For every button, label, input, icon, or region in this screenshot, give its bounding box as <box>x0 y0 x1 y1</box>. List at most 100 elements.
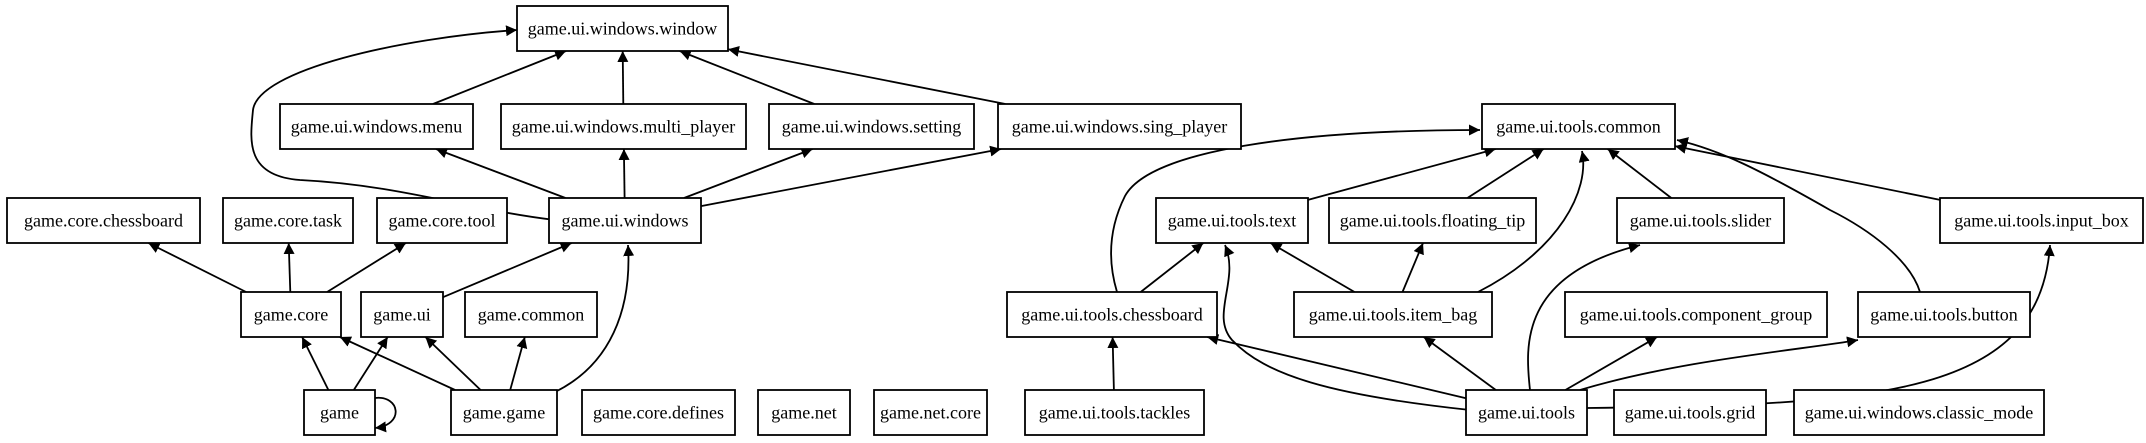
node-w-setting: game.ui.windows.setting <box>768 103 975 150</box>
edge-tools-to-t_slider <box>1527 242 1641 391</box>
node-box <box>1006 291 1218 338</box>
node-ui: game.ui <box>360 291 444 338</box>
node-box <box>1465 389 1588 436</box>
edge-gamegame-to-common <box>509 336 528 391</box>
edge-windows-to-w_multi <box>618 148 630 199</box>
node-core-chessboard: game.core.chessboard <box>6 197 201 244</box>
node-tools: game.ui.tools <box>1465 389 1588 436</box>
node-label: game.ui.windows.sing_player <box>1012 117 1227 137</box>
edges-layer <box>147 25 2055 433</box>
node-w-sing: game.ui.windows.sing_player <box>997 103 1242 150</box>
node-box <box>516 5 729 52</box>
edge-ui-to-windows <box>442 242 572 299</box>
node-common: game.common <box>464 291 598 338</box>
edge-t_itembag-to-t_text <box>1270 242 1355 293</box>
node-box <box>376 197 508 244</box>
node-box <box>1616 197 1785 244</box>
edge-tools-to-t_chessboard <box>1206 334 1467 400</box>
node-core-tool: game.core.tool <box>376 197 508 244</box>
node-box <box>500 103 747 150</box>
node-core-task: game.core.task <box>222 197 354 244</box>
edge-tools-to-t_button <box>1579 336 1859 391</box>
node-label: game.ui.tools <box>1478 403 1575 423</box>
edge-windows-to-w_setting <box>683 147 813 199</box>
node-box <box>303 389 376 436</box>
edge-t_slider-to-t_common <box>1607 148 1672 199</box>
node-label: game.ui.windows.multi_player <box>512 117 735 137</box>
node-w-classic: game.ui.windows.classic_mode <box>1793 389 2045 436</box>
node-core: game.core <box>240 291 342 338</box>
node-label: game.ui.windows <box>562 211 689 231</box>
node-label: game.net.core <box>880 403 981 423</box>
node-label: game.common <box>478 305 584 325</box>
edge-gamegame-to-ui <box>424 336 482 391</box>
node-core-defines: game.core.defines <box>581 389 736 436</box>
node-label: game.ui <box>373 305 430 325</box>
edge-t_floating-to-t_common <box>1466 148 1545 199</box>
node-label: game.net <box>771 403 836 423</box>
node-game: game <box>303 389 376 436</box>
node-label: game.ui.tools.input_box <box>1954 211 2129 231</box>
edge-t_itembag-to-t_common <box>1477 150 1590 293</box>
node-box <box>1481 103 1676 150</box>
node-box <box>1939 197 2144 244</box>
node-t-slider: game.ui.tools.slider <box>1616 197 1785 244</box>
edge-windows-to-w_sing <box>700 145 1002 207</box>
edge-t_chessboard-to-t_text <box>1140 242 1204 293</box>
node-label: game.ui.tools.text <box>1168 211 1296 231</box>
edge-windows-to-w_menu <box>435 147 566 199</box>
node-box <box>279 103 474 150</box>
node-t-input: game.ui.tools.input_box <box>1939 197 2144 244</box>
edge-tools-to-t_compgroup <box>1564 336 1658 391</box>
node-t-floating: game.ui.tools.floating_tip <box>1328 197 1537 244</box>
node-box <box>1328 197 1537 244</box>
node-label: game.core.task <box>234 211 342 231</box>
node-box <box>450 389 558 436</box>
node-label: game.ui.tools.slider <box>1630 211 1771 231</box>
node-t-common: game.ui.tools.common <box>1481 103 1676 150</box>
node-box <box>240 291 342 338</box>
node-label: game.ui.tools.floating_tip <box>1340 211 1525 231</box>
node-label: game.ui.tools.grid <box>1625 403 1755 423</box>
node-box <box>581 389 736 436</box>
node-gamegame: game.game <box>450 389 558 436</box>
node-t-itembag: game.ui.tools.item_bag <box>1293 291 1493 338</box>
edge-tools-to-t_itembag <box>1423 336 1497 391</box>
node-label: game.ui.tools.button <box>1870 305 2018 325</box>
node-label: game.ui.windows.setting <box>782 117 961 137</box>
node-box <box>1793 389 2045 436</box>
edge-w_menu-to-w_window <box>432 49 567 105</box>
edge-game-to-game <box>374 397 397 433</box>
node-box <box>1613 389 1767 436</box>
node-net: game.net <box>757 389 851 436</box>
node-t-grid: game.ui.tools.grid <box>1613 389 1767 436</box>
edge-w_setting-to-w_window <box>679 49 815 105</box>
edge-gamegame-to-windows <box>554 244 635 393</box>
node-label: game.ui.windows.menu <box>291 117 462 137</box>
edge-tools-to-t_text <box>1222 244 1471 411</box>
node-w-window: game.ui.windows.window <box>516 5 729 52</box>
edge-t_text-to-t_common <box>1307 146 1496 201</box>
edge-gamegame-to-core <box>339 336 456 391</box>
node-box <box>222 197 354 244</box>
node-windows: game.ui.windows <box>548 197 702 244</box>
edge-t_tackles-to-t_chessboard <box>1107 336 1119 391</box>
node-t-button: game.ui.tools.button <box>1857 291 2031 338</box>
edge-t_chessboard-to-t_common <box>1110 124 1481 293</box>
node-label: game <box>320 403 359 423</box>
node-label: game.core.tool <box>389 211 496 231</box>
node-label: game.ui.windows.classic_mode <box>1805 403 2033 423</box>
node-box <box>1564 291 1828 338</box>
edge-game-to-core <box>301 336 330 391</box>
edge-t_button-to-t_common <box>1676 137 1921 293</box>
node-label: game.ui.tools.item_bag <box>1309 305 1477 325</box>
node-box <box>997 103 1242 150</box>
node-t-compgroup: game.ui.tools.component_group <box>1564 291 1828 338</box>
node-label: game.ui.windows.window <box>528 19 717 39</box>
node-box <box>1024 389 1205 436</box>
edge-w_sing-to-w_window <box>727 46 1006 105</box>
node-box <box>464 291 598 338</box>
node-box <box>1857 291 2031 338</box>
edge-w_multi-to-w_window <box>617 50 629 105</box>
